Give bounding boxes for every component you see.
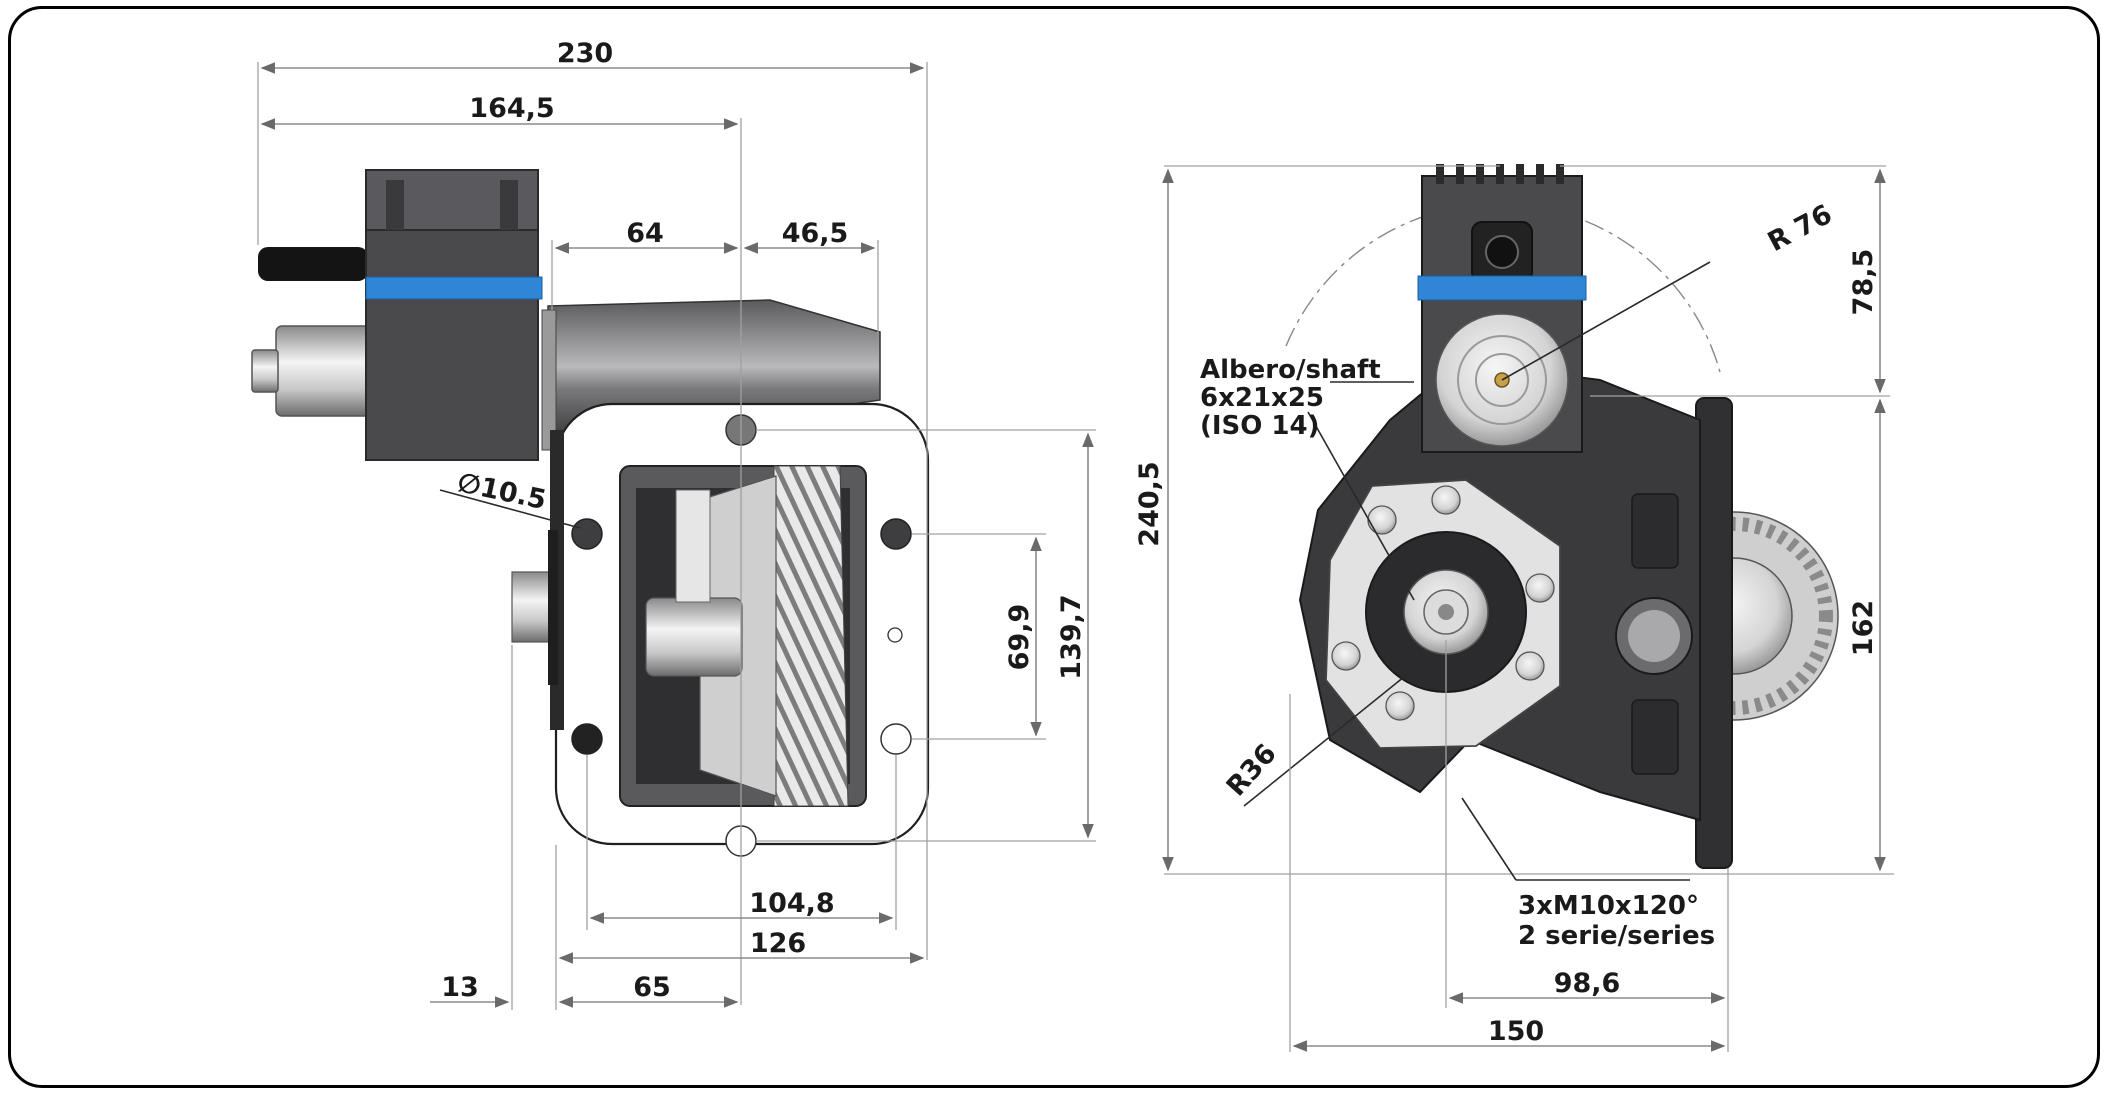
motor-fins — [1436, 164, 1564, 184]
flange-bolt — [1515, 651, 1545, 681]
dim-total-height: 240,5 — [1134, 461, 1165, 546]
bolt-hole — [571, 723, 603, 755]
dim-flange-height: 162 — [1848, 600, 1879, 656]
front-view-dimensions — [1162, 165, 1894, 1052]
cable — [258, 247, 368, 281]
bolt-hole — [887, 627, 903, 643]
thread-note: 3xM10x120° 2 serie/series — [1518, 891, 1715, 951]
side-view — [251, 169, 930, 857]
pinion-shaft — [645, 597, 743, 677]
front-view — [1285, 164, 1839, 869]
dim-hole-diameter: ∅10.5 — [455, 467, 549, 516]
dim-overall-width: 150 — [1488, 1016, 1544, 1047]
construction-arc — [1285, 203, 1721, 373]
flange-bolt — [1367, 505, 1397, 535]
solenoid-cylinder — [275, 325, 371, 417]
dim-output-radius: R36 — [1221, 738, 1283, 802]
bolt-hole — [880, 723, 912, 755]
shaft-note-line: Albero/shaft — [1200, 355, 1381, 385]
flange-bolt — [1331, 641, 1361, 671]
dim-axis-offset: 65 — [633, 972, 671, 1003]
dim-axis-to-flange: 98,6 — [1554, 968, 1621, 999]
thread-note-line: 3xM10x120° — [1518, 891, 1699, 921]
housing-ring — [541, 309, 557, 451]
side-view-dimensions — [257, 62, 1096, 1010]
bolt-hole — [880, 518, 912, 550]
shaft-note-line: (ISO 14) — [1200, 411, 1320, 441]
dim-outer-holes: 139,7 — [1056, 594, 1087, 679]
dim-top-radius: R 76 — [1763, 199, 1837, 258]
flange-bolts — [1331, 485, 1555, 721]
flange-bolt — [1431, 485, 1461, 515]
dim-overall-length: 230 — [557, 38, 613, 69]
shaft-note: Albero/shaft 6x21x25 (ISO 14) — [1200, 355, 1381, 441]
input-shaft — [511, 571, 555, 643]
flange-bolt — [1525, 573, 1555, 603]
front-flange-bar — [1695, 397, 1733, 869]
dim-top-height: 78,5 — [1848, 249, 1879, 316]
bolt-hole — [571, 518, 603, 550]
bevel-gear-teeth — [773, 465, 849, 807]
solenoid-nut — [251, 349, 279, 393]
shaft-note-line: 6x21x25 — [1200, 383, 1324, 413]
dim-inner-holes: 69,9 — [1004, 604, 1035, 671]
front-accent-band — [1417, 275, 1587, 301]
dim-gap: 13 — [441, 972, 479, 1003]
dim-to-axis: 164,5 — [469, 93, 554, 124]
thread-note-line: 2 serie/series — [1518, 921, 1715, 951]
dim-shaft-offset: 46,5 — [782, 218, 849, 249]
dim-flange-width: 126 — [750, 928, 806, 959]
dim-motor-offset: 64 — [626, 218, 664, 249]
flange-bolt — [1385, 691, 1415, 721]
dim-hole-span: 104,8 — [749, 888, 834, 919]
accent-band — [365, 276, 543, 300]
